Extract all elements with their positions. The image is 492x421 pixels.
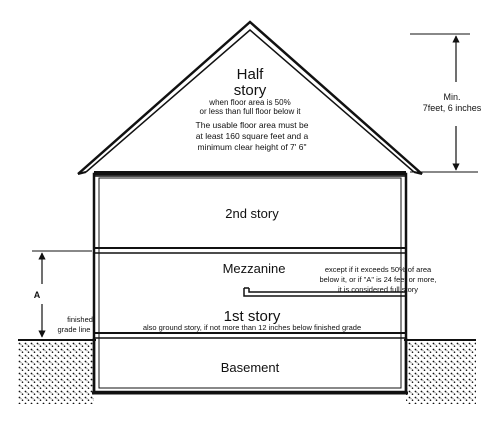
basement-walls — [92, 338, 408, 395]
mezzanine-label: Mezzanine — [223, 261, 286, 276]
half-story-title-2: story — [234, 82, 267, 99]
half-story-note-1: when floor area is 50% — [208, 98, 290, 107]
mezzanine-note-2: below it, or if "A" is 24 feet or more, — [319, 275, 436, 284]
basement-label: Basement — [221, 360, 280, 375]
half-story-usable-1: The usable floor area must be — [196, 120, 309, 130]
half-story-title-1: Half — [237, 66, 265, 83]
mezzanine-note-3: it is considered full story — [338, 285, 418, 294]
mezzanine-platform — [243, 287, 405, 297]
grade-line-2: grade line — [58, 325, 91, 334]
ground — [18, 339, 476, 404]
grade-line-1: finished — [67, 315, 93, 324]
first-story-label: 1st story — [224, 308, 281, 325]
half-story-usable-3: minimum clear height of 7' 6" — [197, 142, 306, 152]
half-story-usable-2: at least 160 square feet and a — [196, 131, 309, 141]
mezzanine-note-1: except if it exceeds 50% of area — [325, 265, 432, 274]
dimension-a — [32, 250, 92, 338]
min-height-line-1: Min. — [443, 92, 460, 102]
half-story-note-2: or less than full floor below it — [200, 107, 302, 116]
min-height-line-2: 7feet, 6 inches — [423, 103, 482, 113]
second-story-label: 2nd story — [225, 206, 279, 221]
floor-slabs — [94, 171, 406, 339]
min-height-dimension — [410, 33, 478, 173]
first-story-note: also ground story, if not more than 12 i… — [143, 323, 361, 332]
dimension-a-label: A — [34, 290, 41, 300]
